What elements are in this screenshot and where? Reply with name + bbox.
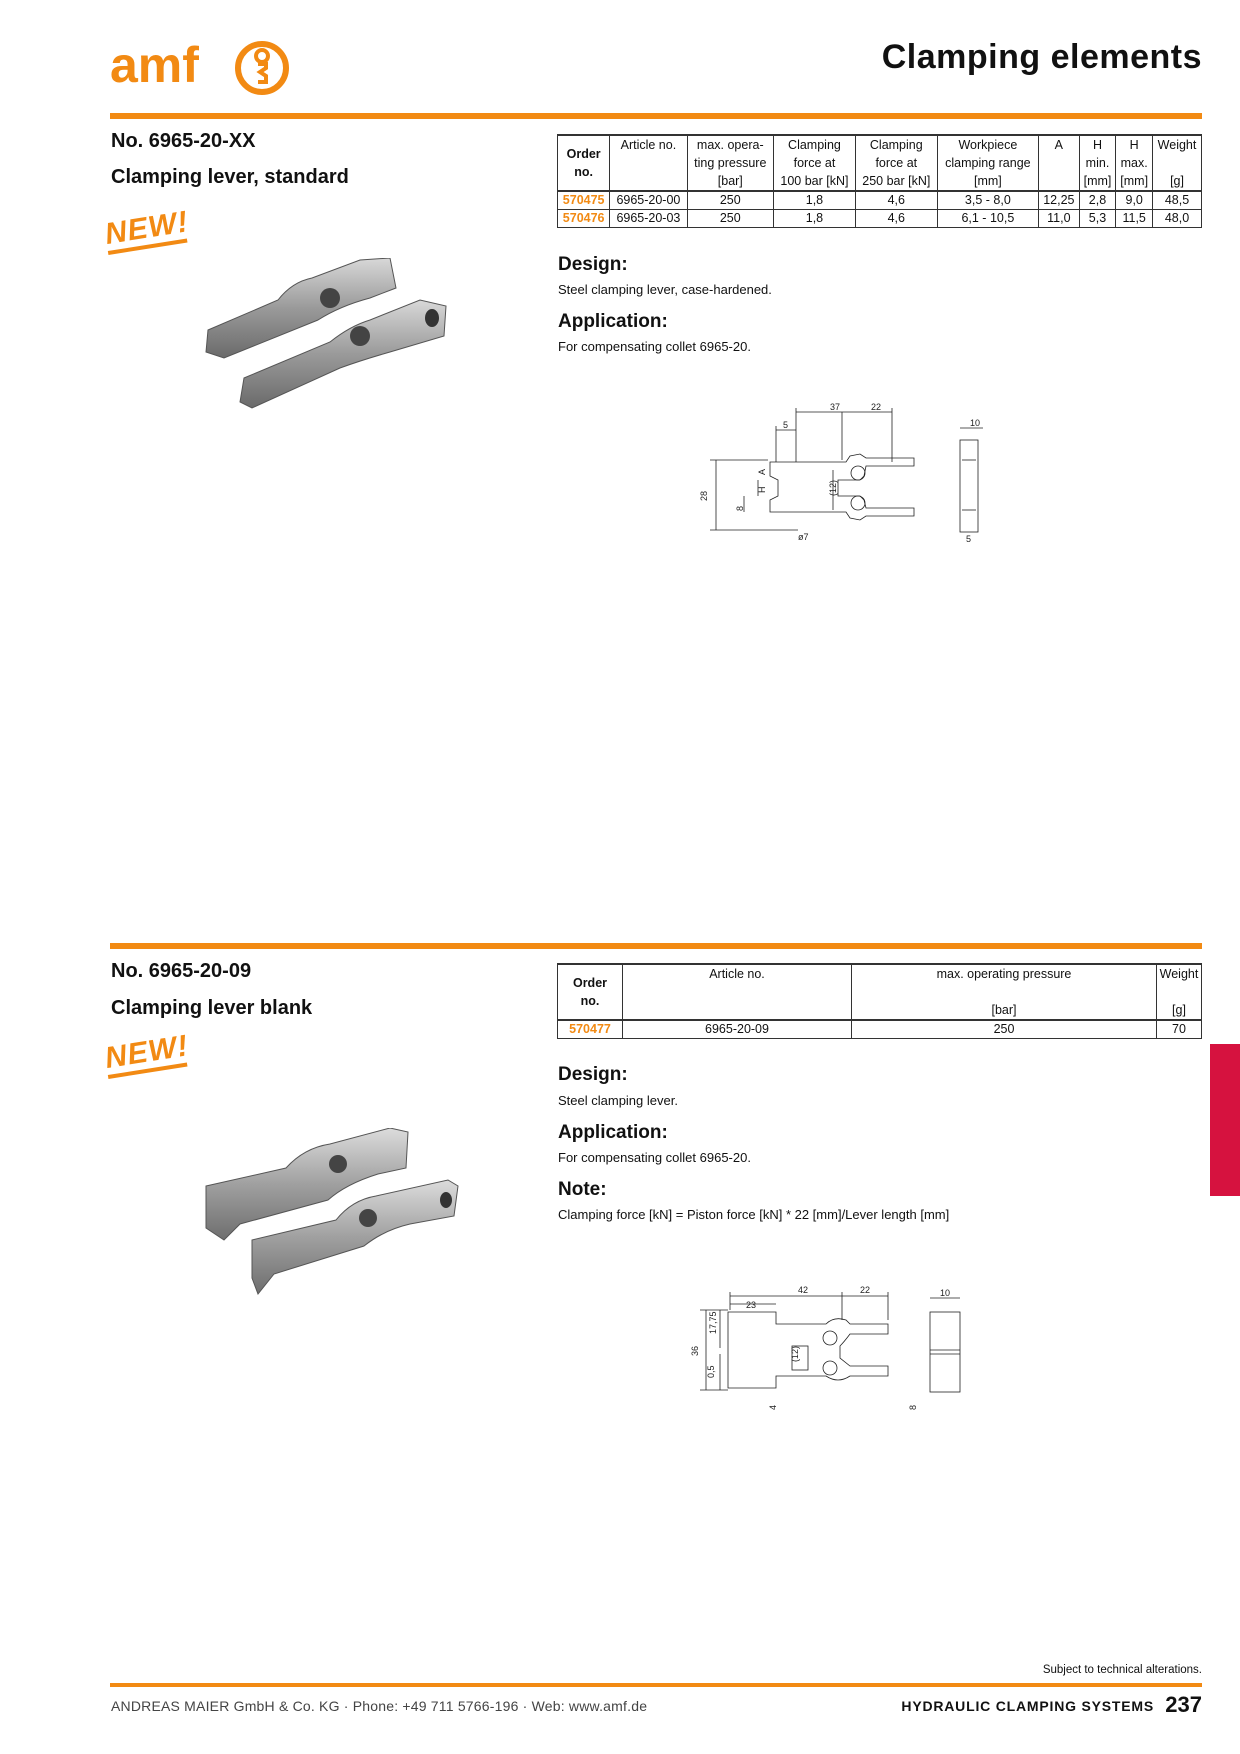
section2-note-text: Clamping force [kN] = Piston force [kN] … — [558, 1207, 950, 1222]
table-row: 570476 6965-20-03 250 1,8 4,6 6,1 - 10,5… — [556, 209, 1202, 228]
section1-application-heading: Application: — [558, 311, 668, 332]
dim-28: 28 — [699, 491, 709, 501]
new-badge: NEW! — [103, 205, 191, 255]
th-a: A — [1038, 134, 1080, 192]
cell: 12,25 — [1038, 190, 1080, 210]
cell: 6965-20-00 — [609, 190, 688, 210]
dim-22: 22 — [860, 1285, 870, 1295]
section2-note-heading: Note: — [558, 1179, 607, 1200]
cell: 6,1 - 10,5 — [936, 209, 1040, 228]
section2-rule — [110, 943, 1202, 949]
th-pressure: max. operating pressure [bar] — [851, 963, 1157, 1021]
section2-application-text: For compensating collet 6965-20. — [558, 1150, 751, 1165]
section1-design-text: Steel clamping lever, case-hardened. — [558, 282, 772, 297]
page-number: 237 — [1165, 1692, 1202, 1717]
amf-logo: amf — [110, 37, 300, 98]
cell: 250 — [686, 190, 775, 210]
th-pressure: max. opera-ting pressure[bar] — [686, 134, 775, 192]
cell: 250 — [686, 209, 775, 228]
footer-address: ANDREAS MAIER GmbH & Co. KG · Phone: +49… — [111, 1698, 648, 1714]
th-article: Article no. — [622, 963, 852, 1021]
th-weight: Weight [g] — [1156, 963, 1202, 1021]
footer-rule — [110, 1683, 1202, 1687]
dim-23: 23 — [746, 1300, 756, 1310]
order-no[interactable]: 570476 — [556, 209, 611, 228]
product-photo-lever-standard — [200, 257, 460, 418]
dim-12: (12) — [828, 480, 838, 496]
cell: 11,0 — [1038, 209, 1080, 228]
cell: 1,8 — [773, 209, 856, 228]
dim-dia7: ø7 — [798, 532, 809, 542]
cell: 5,3 — [1078, 209, 1117, 228]
dim-a: A — [757, 469, 767, 475]
th-weight: Weight [g] — [1152, 134, 1202, 192]
cell: 2,8 — [1078, 190, 1117, 210]
footer-note: Subject to technical alterations. — [1042, 1664, 1202, 1676]
section2-design-heading: Design: — [558, 1064, 628, 1085]
cell: 250 — [851, 1019, 1157, 1039]
dim-h: H — [757, 487, 767, 494]
section1-design-heading: Design: — [558, 254, 628, 275]
dim-4: 4 — [768, 1405, 778, 1410]
dim-8: 8 — [735, 506, 745, 511]
dim-5: 5 — [783, 420, 788, 430]
footer-system: HYDRAULIC CLAMPING SYSTEMS — [901, 1698, 1154, 1714]
dim-37: 37 — [830, 402, 840, 412]
cell: 4,6 — [854, 190, 938, 210]
dim-5b: 5 — [966, 534, 971, 544]
dim-22: 22 — [871, 402, 881, 412]
order-no[interactable]: 570477 — [557, 1019, 623, 1039]
dim-17-75: 17,75 — [708, 1311, 718, 1334]
dim-8: 8 — [908, 1405, 918, 1410]
cell: 4,6 — [854, 209, 938, 228]
header-rule — [110, 113, 1202, 119]
section1-number: No. 6965-20-XX — [111, 130, 256, 152]
section2-application-heading: Application: — [558, 1122, 668, 1143]
cell: 48,5 — [1152, 190, 1202, 210]
cell: 6965-20-03 — [609, 209, 688, 228]
dim-42: 42 — [798, 1285, 808, 1295]
order-no[interactable]: 570475 — [556, 190, 611, 210]
technical-drawing-standard: 37 22 5 10 28 8 A H (12) ø7 5 — [688, 400, 1008, 550]
new-badge: NEW! — [103, 1029, 191, 1079]
chapter-tab[interactable] — [1210, 1044, 1240, 1196]
section2-name: Clamping lever blank — [111, 997, 313, 1019]
cell: 6965-20-09 — [622, 1019, 852, 1039]
cell: 3,5 - 8,0 — [936, 190, 1040, 210]
table-row: 570475 6965-20-00 250 1,8 4,6 3,5 - 8,0 … — [556, 190, 1202, 210]
technical-drawing-blank: 42 22 23 10 36 17,75 0,5 (12) 4 8 — [688, 1280, 978, 1430]
dim-10: 10 — [970, 418, 980, 428]
th-article: Article no. — [609, 134, 688, 192]
product-photo-lever-blank — [200, 1127, 470, 1298]
section2-design-text: Steel clamping lever. — [558, 1093, 678, 1108]
cell: 9,0 — [1115, 190, 1154, 210]
logo-text: amf — [110, 38, 199, 93]
dim-0-5: 0,5 — [706, 1365, 716, 1378]
cell: 48,0 — [1152, 209, 1202, 228]
section1-application-text: For compensating collet 6965-20. — [558, 339, 751, 354]
cell: 1,8 — [773, 190, 856, 210]
section1-name: Clamping lever, standard — [111, 166, 349, 188]
dim-36: 36 — [690, 1346, 700, 1356]
dim-12: (12) — [790, 1346, 800, 1362]
section2-number: No. 6965-20-09 — [111, 960, 252, 982]
cell: 70 — [1156, 1019, 1202, 1039]
cell: 11,5 — [1115, 209, 1154, 228]
table-row: 570477 6965-20-09 250 70 — [557, 1019, 1202, 1039]
dim-10: 10 — [940, 1288, 950, 1298]
page-title: Clamping elements — [881, 38, 1202, 76]
